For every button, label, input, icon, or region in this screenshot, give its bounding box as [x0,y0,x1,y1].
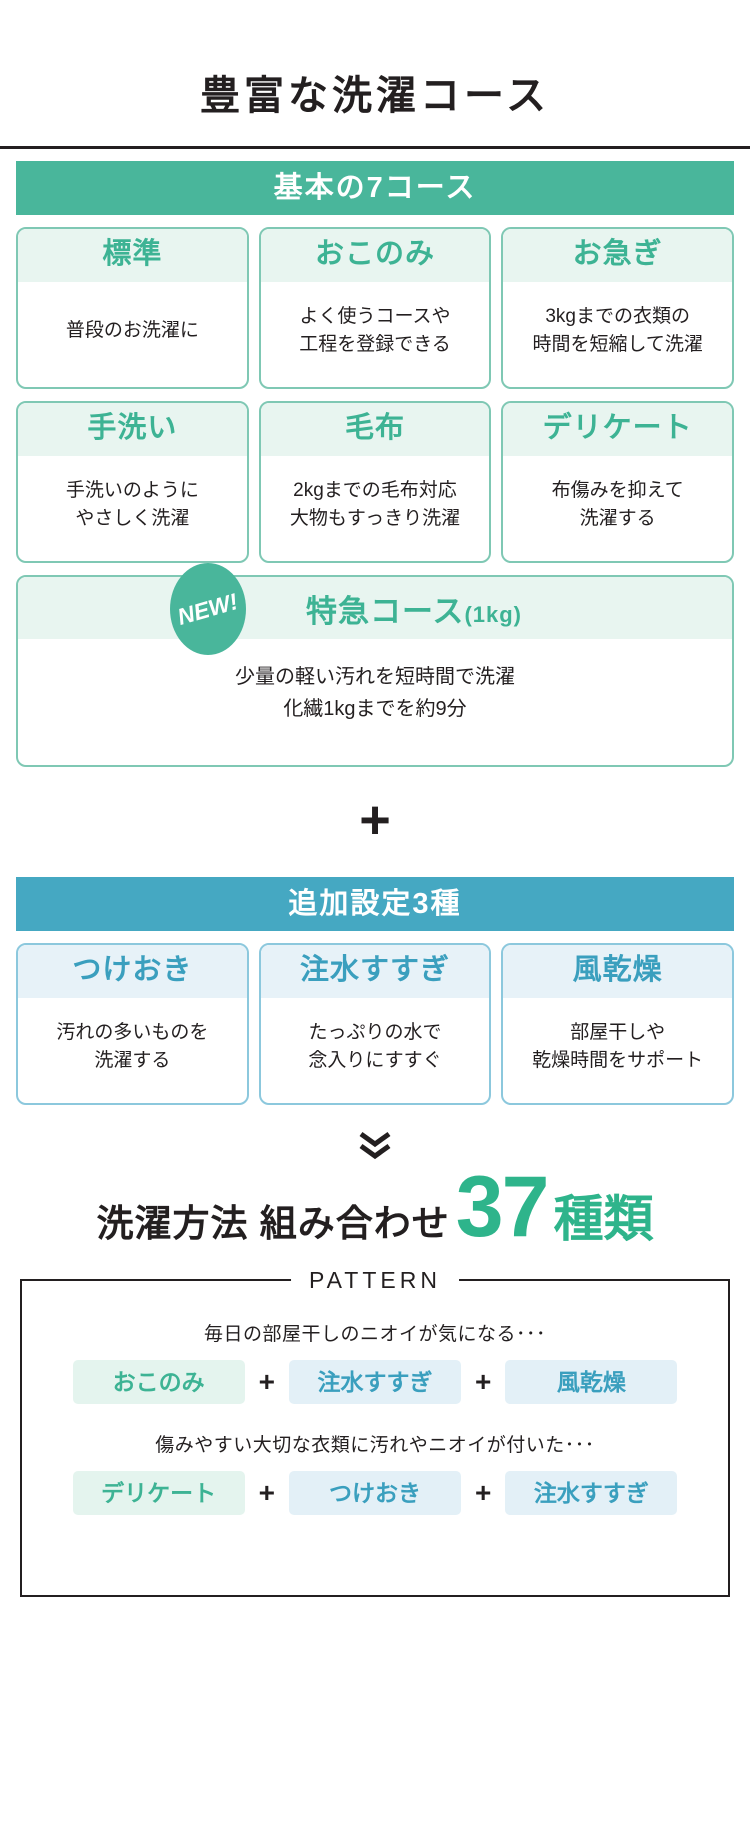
extra-section-bar: 追加設定3種 [16,877,734,931]
course-card-desc: 布傷みを抑えて 洗濯する [551,480,684,529]
setting-card-title: つけおき [18,945,247,999]
pattern-example: 毎日の部屋干しのニオイが気になる･･･ おこのみ + 注水すすぎ + 風乾燥 [38,1319,712,1404]
page-title: 豊富な洗濯コース [200,74,550,118]
setting-card-title: 注水すすぎ [260,945,490,999]
course-card-title: 毛布 [260,403,490,457]
course-card-desc: 3kgまでの衣類の 時間を短縮して洗濯 [532,306,703,355]
plus-separator-icon: + [359,790,391,850]
course-card[interactable]: おこのみ よく使うコースや 工程を登録できる [258,227,492,389]
course-card-title: お急ぎ [503,229,733,283]
pattern-box: PATTERN 毎日の部屋干しのニオイが気になる･･･ おこのみ + 注水すすぎ… [20,1267,730,1597]
course-card[interactable]: お急ぎ 3kgまでの衣類の 時間を短縮して洗濯 [501,227,735,389]
course-card-desc: 手洗いのように やさしく洗濯 [65,480,199,529]
pattern-chip[interactable]: 風乾燥 [505,1360,678,1404]
chip-plus-icon: + [258,1366,275,1397]
pattern-caption: 傷みやすい大切な衣類に汚れやニオイが付いた･･･ [155,1435,595,1456]
chip-plus-icon: + [475,1366,492,1397]
course-card[interactable]: デリケート 布傷みを抑えて 洗濯する [501,401,735,563]
express-course-title-main: 特急コース [305,593,465,629]
course-card-title: 手洗い [18,403,247,457]
setting-card-title: 風乾燥 [503,945,733,999]
course-card-desc: よく使うコースや 工程を登録できる [299,306,451,355]
pattern-chip[interactable]: 注水すすぎ [505,1471,678,1515]
chip-plus-icon: + [475,1477,492,1508]
express-course-capacity: (1kg) [464,601,522,627]
basic-course-row-1: 標準 普段のお洗濯に おこのみ よく使うコースや 工程を登録できる お急ぎ 3k… [16,215,735,389]
express-course-title: 特急コース(1kg) [228,586,522,631]
course-card-title: おこのみ [260,229,490,283]
setting-card-desc: 部屋干しや 乾燥時間をサポート [532,1022,704,1071]
express-course-desc: 少量の軽い汚れを短時間で洗濯 化繊1kgまでを約9分 [235,666,515,720]
pattern-chip-row: デリケート + つけおき + 注水すすぎ [38,1471,712,1515]
new-badge-icon: NEW! [170,563,246,655]
setting-card-desc: 汚れの多いものを 洗濯する [56,1022,209,1071]
course-card[interactable]: 毛布 2kgまでの毛布対応 大物もすっきり洗濯 [258,401,492,563]
course-card-title: デリケート [503,403,733,457]
result-lead-text: 洗濯方法 組み合わせ [96,1203,450,1244]
course-card[interactable]: 手洗い 手洗いのように やさしく洗濯 [16,401,249,563]
pattern-chip[interactable]: おこのみ [72,1360,245,1404]
basic-course-row-2: 手洗い 手洗いのように やさしく洗濯 毛布 2kgまでの毛布対応 大物もすっきり… [16,389,735,563]
chevron-down-icon [359,1131,391,1160]
pattern-chip-row: おこのみ + 注水すすぎ + 風乾燥 [38,1360,712,1404]
setting-card[interactable]: 注水すすぎ たっぷりの水で 念入りにすすぐ [258,943,492,1105]
chip-plus-icon: + [258,1477,275,1508]
course-card-title: 標準 [18,229,247,283]
setting-card[interactable]: 風乾燥 部屋干しや 乾燥時間をサポート [501,943,735,1105]
course-card-desc: 普段のお洗濯に [65,319,199,341]
extra-setting-row: つけおき 汚れの多いものを 洗濯する 注水すすぎ たっぷりの水で 念入りにすすぐ… [16,931,735,1105]
page-title-block: 豊富な洗濯コース [0,0,750,149]
course-card[interactable]: 標準 普段のお洗濯に [16,227,249,389]
chevron-down-icon-wrap [0,1105,750,1167]
new-badge-label: NEW! [174,587,241,630]
result-number: 37 [455,1159,550,1255]
express-course-header: NEW! 特急コース(1kg) [18,563,732,655]
pattern-chip[interactable]: デリケート [72,1471,245,1515]
result-headline: 洗濯方法 組み合わせ 37 種類 [0,1159,750,1255]
pattern-example: 傷みやすい大切な衣類に汚れやニオイが付いた･･･ デリケート + つけおき + … [38,1430,712,1515]
pattern-caption: 毎日の部屋干しのニオイが気になる･･･ [203,1324,546,1345]
pattern-chip[interactable]: 注水すすぎ [289,1360,461,1404]
result-unit: 種類 [553,1191,654,1247]
basic-section-bar: 基本の7コース [16,161,734,215]
spacer [0,149,750,161]
course-card-desc: 2kgまでの毛布対応 大物もすっきり洗濯 [289,480,461,529]
setting-card[interactable]: つけおき 汚れの多いものを 洗濯する [16,943,249,1105]
express-course-card[interactable]: NEW! 特急コース(1kg) 少量の軽い汚れを短時間で洗濯 化繊1kgまでを約… [16,563,734,767]
setting-card-desc: たっぷりの水で 念入りにすすぐ [308,1022,442,1071]
pattern-chip[interactable]: つけおき [289,1471,461,1515]
pattern-label: PATTERN [291,1267,459,1294]
